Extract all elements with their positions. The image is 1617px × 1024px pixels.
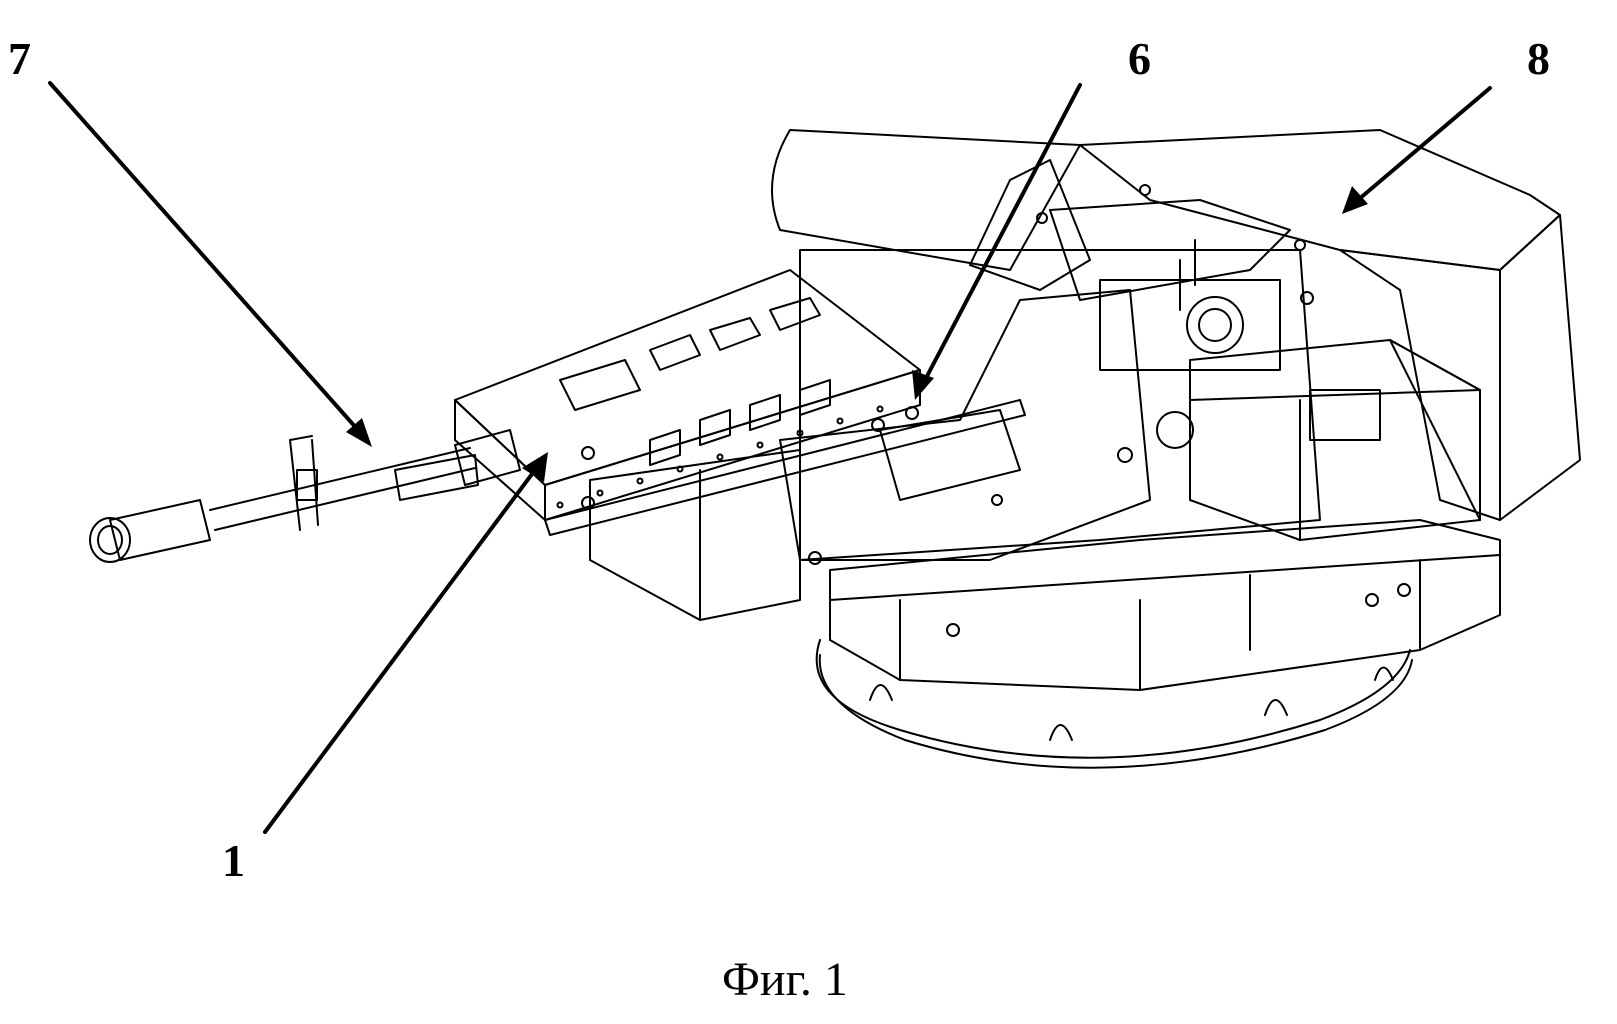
sight-box [1156, 339, 1481, 541]
callout-label-6: 6 [1128, 33, 1151, 84]
leader-lines [48, 81, 1492, 834]
turret-interior [969, 159, 1291, 371]
gun-barrel [89, 429, 521, 563]
callout-label-7: 7 [8, 33, 31, 84]
callout-label-8: 8 [1527, 33, 1550, 84]
callout-label-1: 1 [222, 835, 245, 886]
lower-armor-skirt [808, 519, 1501, 691]
turret-housing [771, 129, 1581, 561]
gun-cradle [779, 289, 1151, 561]
figure-caption: Фиг. 1 [722, 953, 848, 1006]
side-rail [544, 399, 1026, 536]
rivet-row [556, 405, 884, 509]
ammo-box [589, 449, 801, 621]
base-ring [815, 639, 1413, 769]
